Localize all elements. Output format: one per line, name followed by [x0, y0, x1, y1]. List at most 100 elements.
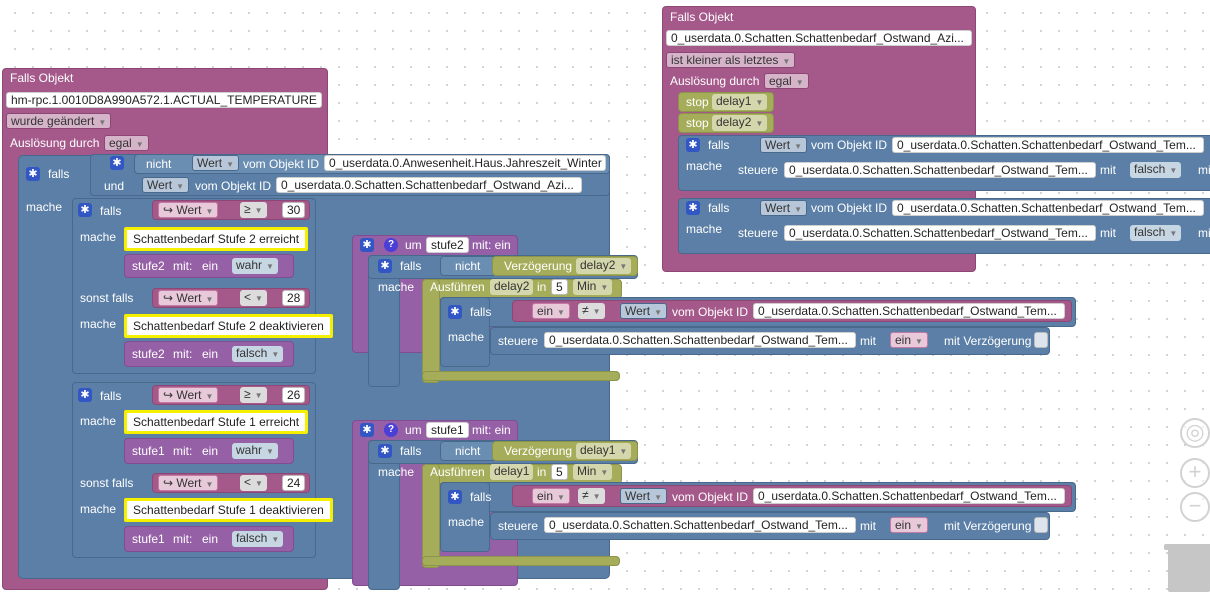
gear-icon[interactable]: ✱ — [686, 201, 700, 215]
delay-amount-field[interactable]: 5 — [551, 464, 568, 480]
trash-icon[interactable] — [1164, 544, 1210, 592]
timer-dropdown[interactable]: delay2▼ — [576, 258, 632, 274]
operator-dropdown[interactable]: ≥▼ — [240, 202, 267, 218]
operator-dropdown[interactable]: ≥▼ — [240, 387, 267, 403]
gear-icon[interactable]: ✱ — [448, 490, 462, 504]
wert-dropdown[interactable]: Wert▼ — [760, 200, 808, 216]
threshold-field[interactable]: 30 — [282, 202, 306, 218]
delay-checkbox[interactable] — [1034, 517, 1048, 533]
execute-delayed-block[interactable] — [422, 279, 440, 383]
execute-delayed-block[interactable] — [422, 371, 620, 381]
bool-dropdown[interactable]: falsch▼ — [1130, 225, 1182, 241]
gear-icon[interactable]: ✱ — [360, 423, 374, 437]
param-name: ein — [202, 347, 219, 361]
wert-dropdown[interactable]: Wert▼ — [620, 488, 668, 504]
object-id-field[interactable]: 0_userdata.0.Schatten.Schattenbedarf_Ost… — [276, 177, 582, 193]
with-delay-label: mit Verzögerung — [944, 519, 1032, 533]
threshold-field[interactable]: 24 — [282, 475, 306, 491]
variable-arrow-icon: ↪ — [163, 203, 177, 217]
wert-dropdown[interactable]: Wert▼ — [192, 155, 240, 171]
unit-dropdown[interactable]: Min▼ — [573, 464, 613, 480]
param-label: mit: — [173, 532, 193, 546]
threshold-field[interactable]: 26 — [282, 387, 306, 403]
if-block-delay[interactable] — [368, 440, 400, 590]
log-message[interactable]: Schattenbedarf Stufe 2 erreicht — [124, 227, 309, 251]
object-id-field[interactable]: 0_userdata.0.Schatten.Schattenbedarf_Ost… — [892, 200, 1204, 216]
do-label: mache — [448, 330, 485, 344]
wert-var[interactable]: ↪ Wert▼ — [158, 202, 219, 218]
bool-dropdown[interactable]: falsch▼ — [232, 531, 284, 547]
if-label: falls — [100, 389, 122, 403]
function-name-field[interactable]: stufe2 — [426, 237, 469, 253]
operator-dropdown[interactable]: ≠▼ — [578, 488, 605, 504]
ausloesung-dropdown[interactable]: egal▼ — [764, 73, 809, 89]
param-var[interactable]: ein▼ — [532, 488, 570, 504]
timer-dropdown[interactable]: delay2▼ — [712, 115, 768, 131]
bool-dropdown[interactable]: falsch▼ — [1130, 162, 1182, 178]
operator-dropdown[interactable]: <▼ — [240, 290, 267, 306]
vom-objekt-label: vom Objekt ID — [672, 305, 749, 319]
execute-delayed-block[interactable] — [422, 464, 440, 568]
center-target-icon[interactable]: ◎ — [1180, 418, 1210, 448]
log-message[interactable]: Schattenbedarf Stufe 2 deaktivieren — [124, 314, 333, 338]
bool-dropdown[interactable]: wahr▼ — [232, 443, 278, 459]
object-id-field[interactable]: 0_userdata.0.Schatten.Schattenbedarf_Ost… — [753, 303, 1065, 319]
if-label: falls — [100, 204, 122, 218]
operator-dropdown[interactable]: ≠▼ — [578, 303, 605, 319]
execute-delayed-block[interactable] — [422, 556, 620, 566]
bool-dropdown[interactable]: falsch▼ — [232, 346, 284, 362]
object-id-field[interactable]: hm-rpc.1.0010D8A990A572.1.ACTUAL_TEMPERA… — [6, 92, 322, 108]
log-message[interactable]: Schattenbedarf Stufe 1 erreicht — [124, 410, 309, 434]
wert-dropdown[interactable]: Wert▼ — [142, 177, 190, 193]
object-id-field[interactable]: 0_userdata.0.Schatten.Schattenbedarf_Ost… — [544, 517, 856, 533]
bool-dropdown[interactable]: wahr▼ — [232, 258, 278, 274]
function-name-field[interactable]: stufe1 — [426, 422, 469, 438]
gear-icon[interactable]: ✱ — [360, 238, 374, 252]
operator-dropdown[interactable]: <▼ — [240, 475, 267, 491]
gear-icon[interactable]: ✱ — [78, 388, 92, 402]
zoom-in-icon[interactable]: + — [1180, 458, 1210, 488]
object-id-field[interactable]: 0_userdata.0.Schatten.Schattenbedarf_Ost… — [784, 225, 1096, 241]
ausloesung-dropdown[interactable]: egal▼ — [104, 135, 149, 151]
object-id-field[interactable]: 0_userdata.0.Schatten.Schattenbedarf_Ost… — [666, 30, 972, 46]
object-id-field[interactable]: 0_userdata.0.Schatten.Schattenbedarf_Ost… — [544, 332, 856, 348]
gear-icon[interactable]: ✱ — [378, 444, 392, 458]
trigger-dropdown[interactable]: ist kleiner als letztes▼ — [666, 52, 796, 68]
object-id-field[interactable]: 0_userdata.0.Schatten.Schattenbedarf_Ost… — [753, 488, 1065, 504]
timer-dropdown[interactable]: delay1▼ — [712, 94, 768, 110]
timer-name-field[interactable]: delay2 — [490, 279, 534, 295]
param-var[interactable]: ein▼ — [890, 332, 928, 348]
param-var[interactable]: ein▼ — [890, 517, 928, 533]
gear-icon[interactable]: ✱ — [26, 167, 40, 181]
help-icon[interactable]: ? — [384, 238, 398, 252]
wert-dropdown[interactable]: Wert▼ — [760, 137, 808, 153]
delay-amount-field[interactable]: 5 — [551, 279, 568, 295]
timer-name-field[interactable]: delay1 — [490, 464, 534, 480]
gear-icon[interactable]: ✱ — [448, 305, 462, 319]
wert-dropdown[interactable]: Wert▼ — [620, 303, 668, 319]
do-label: mache — [80, 502, 117, 516]
function-name: stufe1 — [132, 444, 165, 458]
wert-var[interactable]: ↪ Wert▼ — [158, 387, 219, 403]
zoom-out-icon[interactable]: − — [1180, 492, 1210, 522]
help-icon[interactable]: ? — [384, 423, 398, 437]
variable-arrow-icon: ↪ — [163, 291, 177, 305]
log-message[interactable]: Schattenbedarf Stufe 1 deaktivieren — [124, 498, 333, 522]
gear-icon[interactable]: ✱ — [78, 203, 92, 217]
delay-checkbox[interactable] — [1034, 332, 1048, 348]
trigger-dropdown[interactable]: wurde geändert▼ — [6, 113, 112, 129]
gear-icon[interactable]: ✱ — [378, 259, 392, 273]
gear-icon[interactable]: ✱ — [686, 138, 700, 152]
do-label: mache — [80, 317, 117, 331]
unit-dropdown[interactable]: Min▼ — [573, 279, 613, 295]
object-id-field[interactable]: 0_userdata.0.Anwesenheit.Haus.Jahreszeit… — [324, 155, 606, 171]
object-id-field[interactable]: 0_userdata.0.Schatten.Schattenbedarf_Ost… — [892, 137, 1204, 153]
gear-icon[interactable]: ✱ — [110, 156, 124, 170]
threshold-field[interactable]: 28 — [282, 290, 306, 306]
wert-var[interactable]: ↪ Wert▼ — [158, 290, 219, 306]
object-id-field[interactable]: 0_userdata.0.Schatten.Schattenbedarf_Ost… — [784, 162, 1096, 178]
param-var[interactable]: ein▼ — [532, 303, 570, 319]
wert-var[interactable]: ↪ Wert▼ — [158, 475, 219, 491]
timer-dropdown[interactable]: delay1▼ — [576, 443, 632, 459]
